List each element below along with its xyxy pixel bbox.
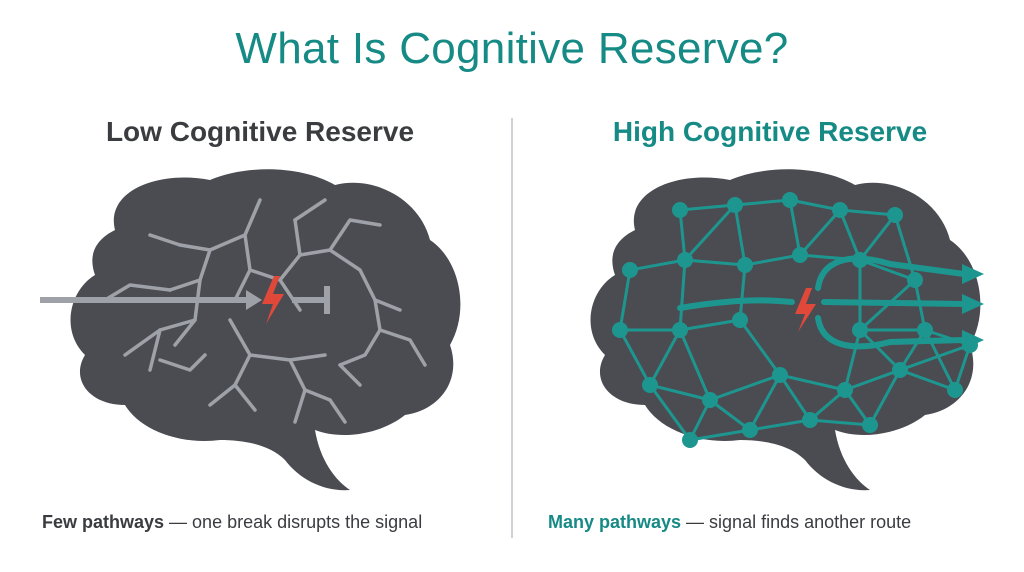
network-node — [782, 192, 798, 208]
low-reserve-brain-diagram — [40, 169, 461, 491]
network-edge — [809, 418, 871, 427]
network-edge — [788, 199, 802, 256]
network-edge — [778, 374, 812, 421]
network-edge — [618, 269, 632, 331]
network-edge — [858, 214, 897, 261]
network-edge — [749, 418, 811, 432]
network-edge — [844, 368, 901, 392]
network-edge — [649, 383, 711, 402]
network-node — [802, 412, 818, 428]
network-edge — [733, 204, 747, 266]
network-edge — [779, 373, 846, 392]
network-node — [682, 432, 698, 448]
network-edge — [744, 253, 801, 267]
network-node — [642, 377, 658, 393]
network-node — [962, 337, 978, 353]
network-edge — [868, 369, 902, 426]
brain-silhouette — [590, 169, 981, 491]
network-node — [622, 262, 638, 278]
low-reserve-caption: Few pathways — one break disrupts the si… — [42, 512, 422, 533]
network-edge — [648, 329, 682, 386]
network-edge — [734, 198, 791, 207]
network-node — [612, 322, 628, 338]
panel-divider — [511, 118, 513, 538]
network-edge — [738, 319, 782, 376]
network-node — [862, 417, 878, 433]
network-edge — [679, 318, 741, 332]
network-node — [832, 202, 848, 218]
network-edge — [618, 329, 652, 386]
network-edge — [648, 384, 692, 441]
network-node — [732, 312, 748, 328]
caption-emphasis: Many pathways — [548, 512, 682, 532]
network-edge — [798, 209, 842, 256]
network-node — [672, 322, 688, 338]
network-node — [837, 382, 853, 398]
caption-emphasis: Few pathways — [42, 512, 165, 532]
high-reserve-heading: High Cognitive Reserve — [612, 116, 928, 147]
low-reserve-heading: Low Cognitive Reserve — [105, 116, 415, 147]
input-signal-arrow — [40, 290, 262, 310]
network-edge — [709, 398, 751, 432]
network-node — [892, 362, 908, 378]
network-edge — [678, 209, 687, 261]
caption-text: — one break disrupts the signal — [164, 512, 423, 532]
network-node — [742, 422, 758, 438]
high-reserve-caption: Many pathways — signal finds another rou… — [548, 512, 911, 533]
network-node — [677, 252, 693, 268]
network-node — [672, 202, 688, 218]
network-node — [727, 197, 743, 213]
network-node — [852, 322, 868, 338]
network-node — [887, 207, 903, 223]
network-edge — [738, 264, 747, 321]
network-node — [947, 382, 963, 398]
high-reserve-brain-diagram — [590, 169, 984, 491]
network-node — [772, 367, 788, 383]
network-edge — [748, 374, 782, 431]
network-node — [792, 247, 808, 263]
blocked-signal-end — [292, 286, 330, 314]
network-edge — [629, 258, 686, 272]
network-edge — [838, 209, 862, 261]
network-node — [737, 257, 753, 273]
network-node — [702, 392, 718, 408]
network-node — [852, 252, 868, 268]
network-edge — [689, 428, 751, 442]
reroute-arrows — [677, 255, 967, 350]
arrowheads — [962, 264, 984, 350]
network-edge — [683, 203, 737, 262]
page-title: What Is Cognitive Reserve? — [235, 24, 789, 73]
network-edge — [899, 343, 971, 372]
network-node — [917, 322, 933, 338]
network-edge — [858, 328, 902, 372]
lightning-bolt-icon — [795, 288, 816, 332]
network-edge — [839, 208, 896, 217]
network-edge — [678, 259, 687, 331]
neural-network-nodes — [612, 192, 978, 448]
network-edge — [899, 368, 956, 392]
neural-pathways — [103, 198, 427, 424]
network-node — [907, 272, 923, 288]
caption-text: — signal finds another route — [681, 512, 912, 532]
network-edge — [789, 198, 841, 212]
brain-silhouette — [70, 169, 461, 491]
network-edge — [709, 373, 781, 402]
lightning-bolt-icon — [262, 276, 284, 324]
network-edge — [859, 258, 916, 282]
network-edge — [679, 203, 736, 212]
network-edge — [843, 329, 862, 391]
network-edge — [684, 258, 746, 267]
network-edge — [678, 329, 712, 401]
